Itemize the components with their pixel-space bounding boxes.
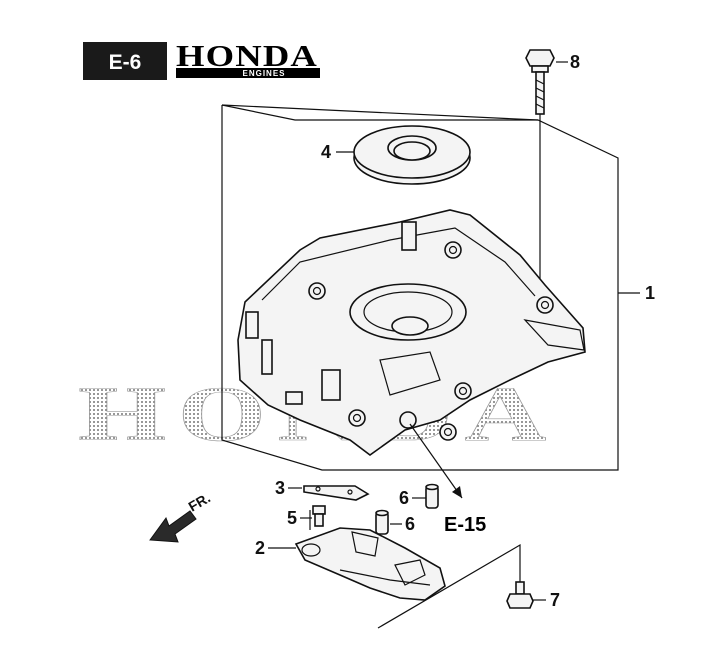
callout-6a: 6 (399, 488, 409, 508)
brand-name: HONDA (176, 38, 318, 73)
bolt-part-8 (525, 49, 555, 296)
brand-sub: ENGINES (242, 69, 285, 78)
plate-part-2 (294, 527, 446, 601)
callout-6b: 6 (405, 514, 415, 534)
bolt-part-7 (506, 581, 534, 609)
gasket-part-3 (303, 485, 370, 501)
section-badge: E-6 (83, 42, 167, 80)
callout-5: 5 (287, 508, 297, 528)
front-direction-arrow: FR. (149, 489, 213, 543)
callout-3: 3 (275, 478, 285, 498)
honda-logo: HONDA ENGINES (176, 38, 320, 78)
dowel-pin-part-6a (425, 483, 439, 509)
callout-4: 4 (321, 142, 331, 162)
crankcase-cover-part-1 (237, 209, 586, 456)
reference-e15[interactable]: E-15 (444, 514, 486, 536)
bolt-part-5 (312, 505, 326, 527)
callout-8: 8 (570, 52, 580, 72)
assembly-frame (221, 104, 619, 471)
callout-2: 2 (255, 538, 265, 558)
oil-seal-part-4 (353, 125, 471, 185)
dowel-pin-part-6b (375, 509, 389, 535)
leader-lines (268, 61, 640, 601)
callout-1: 1 (645, 283, 655, 303)
callout-7: 7 (550, 590, 560, 610)
section-code: E-6 (109, 51, 142, 74)
